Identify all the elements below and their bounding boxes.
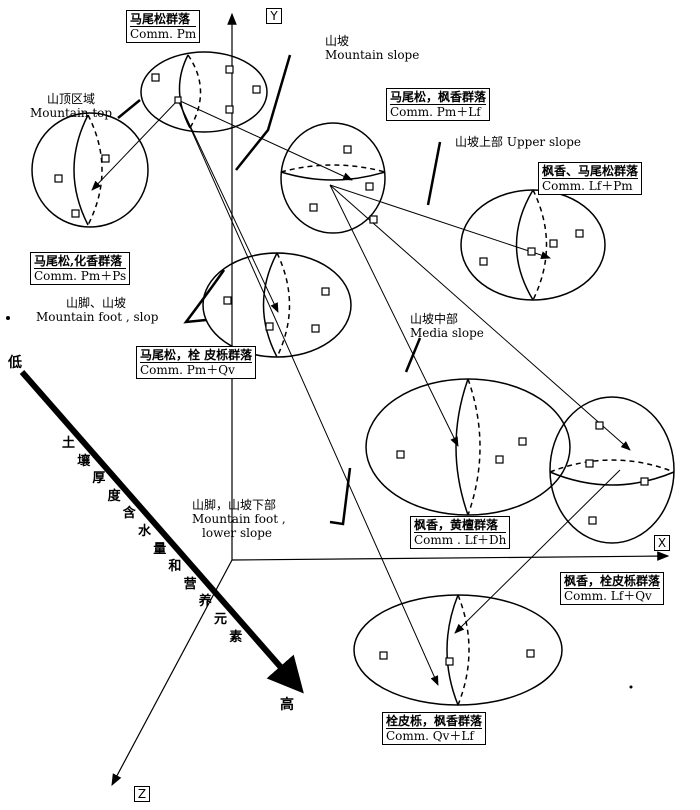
gradient-char: 含 — [122, 506, 136, 522]
z-axis-label: Z — [134, 786, 150, 802]
gradient-char: 土 — [62, 436, 76, 451]
gradient-char: 水 — [138, 524, 152, 539]
gradient-char: 和 — [168, 559, 182, 575]
transition-arrows — [91, 99, 631, 686]
gradient-high-label: 高 — [280, 697, 294, 713]
sample-plots — [54, 65, 649, 666]
gradient-char: 壤 — [77, 453, 91, 469]
axis-lines — [111, 12, 670, 787]
gradient-char: 养 — [198, 594, 212, 610]
ellipse-pm-lf — [280, 122, 386, 234]
x-axis-line — [231, 551, 670, 561]
gradient-char: 营 — [183, 576, 197, 592]
gradient-char: 元 — [214, 612, 228, 627]
ellipse-lf-pm — [460, 189, 606, 301]
gradient-char: 厚 — [92, 471, 106, 487]
ellipse-qv-lf — [353, 594, 563, 706]
leader-lines — [117, 54, 442, 526]
y-axis-label: Y — [266, 8, 282, 24]
gradient-char: 度 — [107, 488, 121, 504]
gradient-char: 素 — [229, 629, 243, 645]
ellipse-pm-qv — [202, 252, 352, 358]
ellipse-lf-dh — [365, 378, 571, 516]
ellipse-pm — [140, 51, 268, 133]
z-axis-line — [111, 559, 233, 787]
gradient-char: 量 — [153, 541, 167, 557]
x-axis-label: X — [654, 535, 670, 551]
soil-gradient-arrow — [19, 370, 304, 694]
gradient-low-label: 低 — [8, 355, 22, 371]
ellipse-lf-qv — [549, 396, 675, 544]
ellipse-pm-ps — [31, 112, 149, 228]
position-upper-slope: 山坡上部 Upper slope — [455, 135, 581, 149]
